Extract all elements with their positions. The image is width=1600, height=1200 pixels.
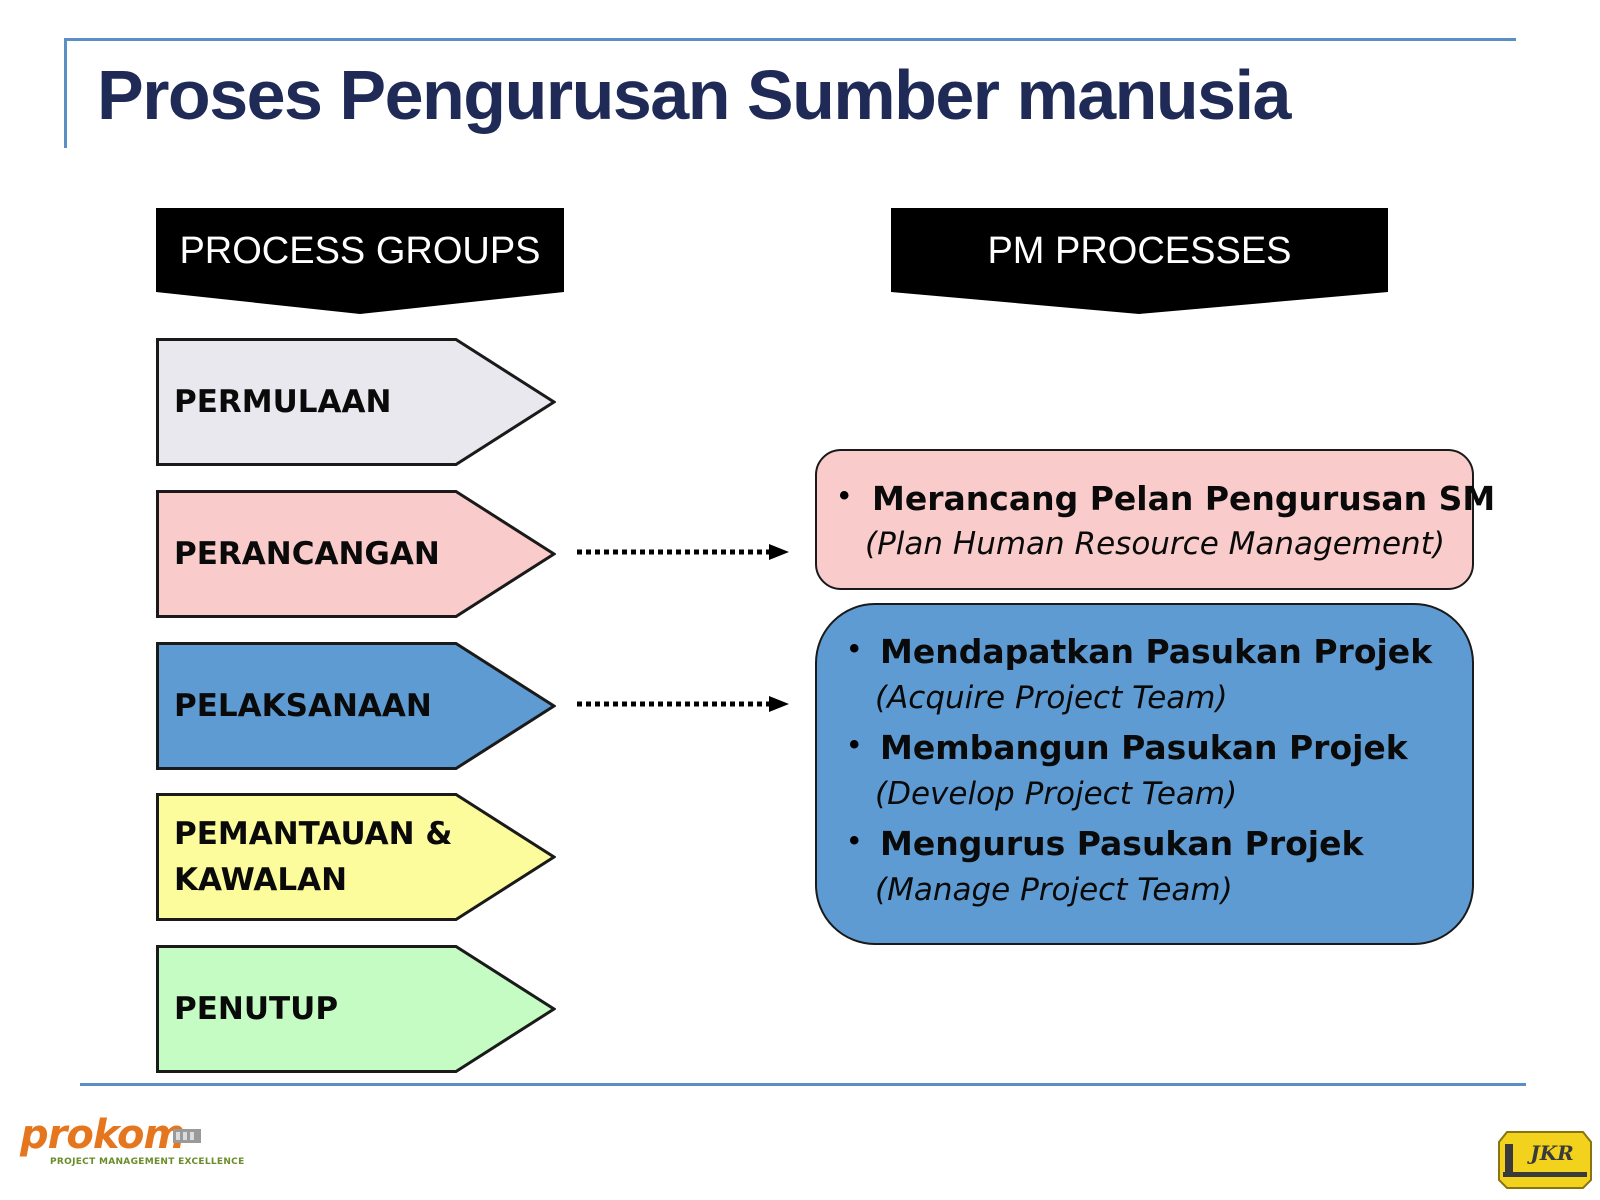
process-item-sub: (Acquire Project Team) — [875, 680, 1228, 716]
bullet-icon: • — [849, 824, 860, 857]
process-group-label: PENUTUP — [174, 990, 339, 1027]
dotted-arrow-planning — [577, 544, 789, 560]
process-item-sub: (Plan Human Resource Management) — [865, 526, 1445, 562]
process-group-label: PELAKSANAAN — [174, 687, 432, 724]
process-group-perancangan: PERANCANGAN — [156, 490, 556, 618]
process-group-permulaan: PERMULAAN — [156, 338, 556, 466]
process-groups-header-label: PROCESS GROUPS — [179, 230, 541, 272]
bullet-icon: • — [839, 479, 850, 512]
pm-processes-header-label: PM PROCESSES — [987, 230, 1292, 272]
process-group-label: PERMULAAN — [174, 383, 392, 420]
process-item-sub: (Develop Project Team) — [875, 776, 1238, 812]
process-item-sub: (Manage Project Team) — [875, 872, 1233, 908]
dotted-arrow-executing — [577, 696, 789, 712]
title-left-rule — [64, 38, 67, 148]
pentagon-arrow-shape — [156, 490, 556, 618]
header-chevron-shape — [891, 208, 1388, 314]
prokom-logo-wordmark: prokom — [20, 1112, 185, 1158]
prokom-logo: prokom PROJECT MANAGEMENT EXCELLENCE — [20, 1112, 244, 1172]
process-group-pemantauan-kawalan: PEMANTAUAN & KAWALAN — [156, 793, 556, 921]
pentagon-arrow-shape — [156, 793, 556, 921]
jkr-logo-text: JKR — [1526, 1141, 1573, 1165]
jkr-logo: JKR — [1498, 1131, 1592, 1189]
pentagon-arrow-shape — [156, 642, 556, 770]
process-item-main: Mengurus Pasukan Projek — [880, 824, 1364, 863]
process-group-label: PEMANTAUAN & KAWALAN — [174, 815, 453, 899]
bullet-icon: • — [849, 632, 860, 665]
process-group-pelaksanaan: PELAKSANAAN — [156, 642, 556, 770]
process-item-main: Merancang Pelan Pengurusan SM — [872, 479, 1496, 518]
prokom-logo-tagline: PROJECT MANAGEMENT EXCELLENCE — [50, 1157, 245, 1167]
page-title: Proses Pengurusan Sumber manusia — [97, 56, 1291, 134]
process-group-label: PERANCANGAN — [174, 535, 440, 572]
pentagon-arrow-shape — [156, 338, 556, 466]
executing-process-box: • Mendapatkan Pasukan Projek (Acquire Pr… — [815, 603, 1474, 945]
pm-processes-header: PM PROCESSES — [891, 208, 1388, 314]
title-top-rule — [64, 38, 1516, 41]
process-groups-header: PROCESS GROUPS — [156, 208, 564, 314]
planning-process-box: • Merancang Pelan Pengurusan SM (Plan Hu… — [815, 449, 1495, 590]
process-group-penutup: PENUTUP — [156, 945, 556, 1073]
footer-rule — [80, 1083, 1526, 1086]
header-chevron-shape — [156, 208, 564, 314]
bullet-icon: • — [849, 728, 860, 761]
pentagon-arrow-shape — [156, 945, 556, 1073]
process-item-main: Membangun Pasukan Projek — [880, 728, 1408, 767]
process-item-main: Mendapatkan Pasukan Projek — [880, 632, 1433, 671]
building-icon — [173, 1129, 201, 1143]
